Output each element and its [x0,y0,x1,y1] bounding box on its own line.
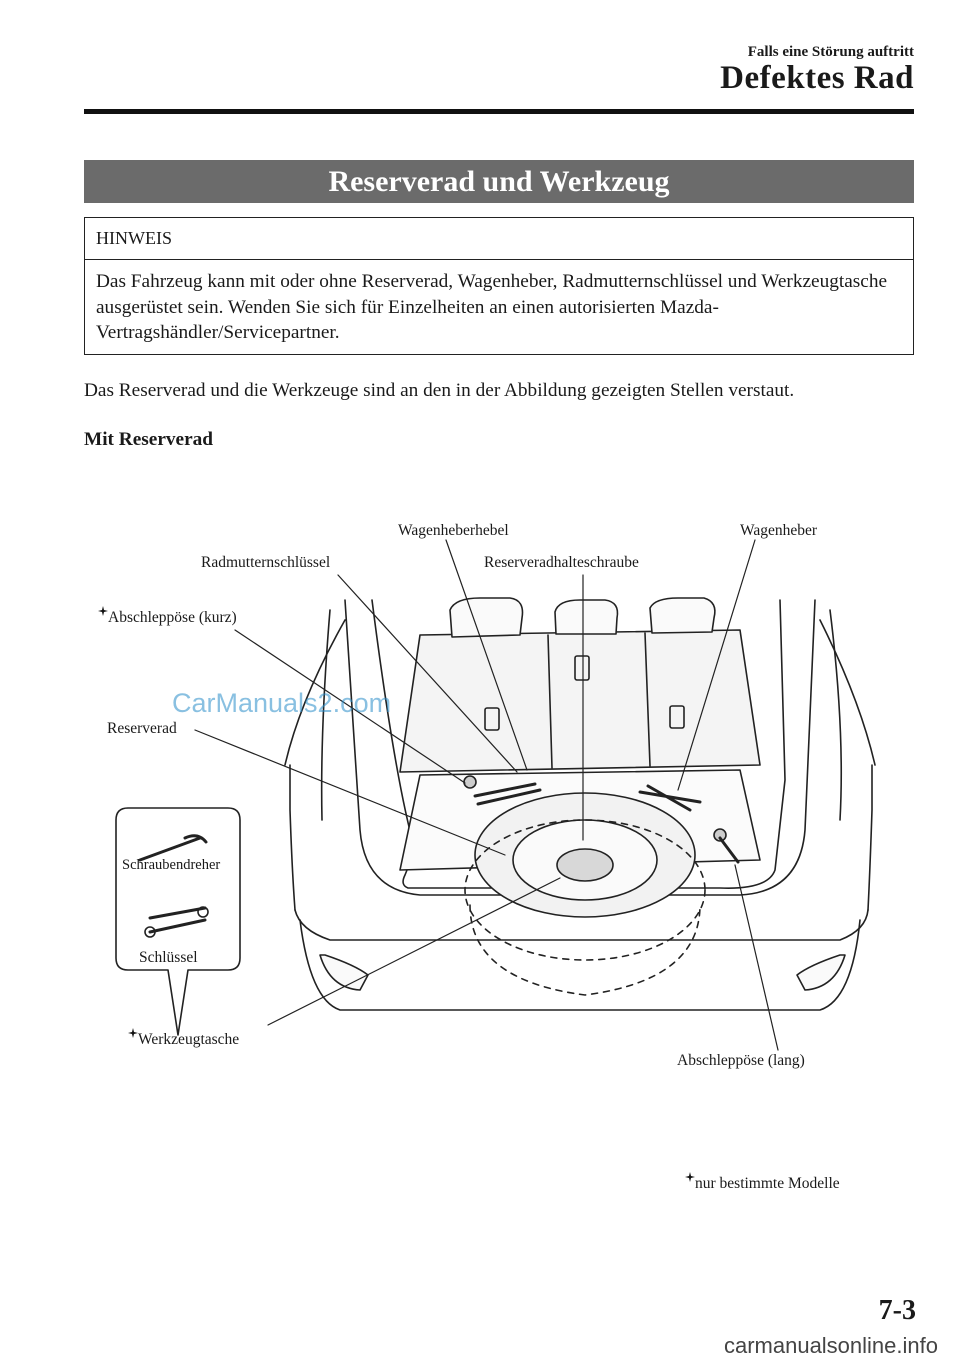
footnote-text: nur bestimmte Modelle [695,1175,840,1192]
label-jack: Wagenheber [740,522,818,539]
header-divider [84,109,914,114]
label-tool-bag-text: Werkzeugtasche [138,1031,240,1048]
label-lug-wrench: Radmutternschlüssel [201,554,331,571]
note-divider [85,259,913,260]
page-section-title: Defektes Rad [720,60,914,96]
label-tow-long: Abschleppöse (lang) [677,1052,805,1069]
footnote: nur bestimmte Modelle [685,1172,840,1193]
asterisk-icon [98,606,108,616]
label-wrench: Schlüssel [139,949,198,966]
watermark: CarManuals2.com [172,688,392,718]
subheading: Mit Reserverad [84,429,214,450]
asterisk-icon [128,1028,138,1038]
label-spare-bolt: Reserveradhalteschraube [484,554,639,571]
trunk-drawing [115,539,876,1051]
note-body: Das Fahrzeug kann mit oder ohne Reserver… [96,271,888,343]
intro-paragraph: Das Reserverad und die Werkzeuge sind an… [84,380,795,401]
label-spare-tire: Reserverad [107,720,177,737]
site-watermark: carmanualsonline.info [723,1333,938,1358]
trunk-illustration: Wagenheberhebel Wagenheber Radmutternsch… [0,500,960,1220]
label-screwdriver: Schraubendreher [122,857,221,873]
page-number: 7-3 [878,1295,916,1326]
label-jack-lever: Wagenheberhebel [398,522,509,539]
asterisk-icon [685,1172,695,1182]
label-tow-short: Abschleppöse (kurz) [98,606,237,627]
note-title: HINWEIS [96,228,172,248]
chapter-label: Falls eine Störung auftritt [747,44,914,60]
section-banner: Reserverad und Werkzeug [84,160,914,203]
label-tool-bag: Werkzeugtasche [128,1028,239,1049]
label-tow-short-text: Abschleppöse (kurz) [108,609,237,626]
note-box: HINWEIS Das Fahrzeug kann mit oder ohne … [84,217,914,355]
